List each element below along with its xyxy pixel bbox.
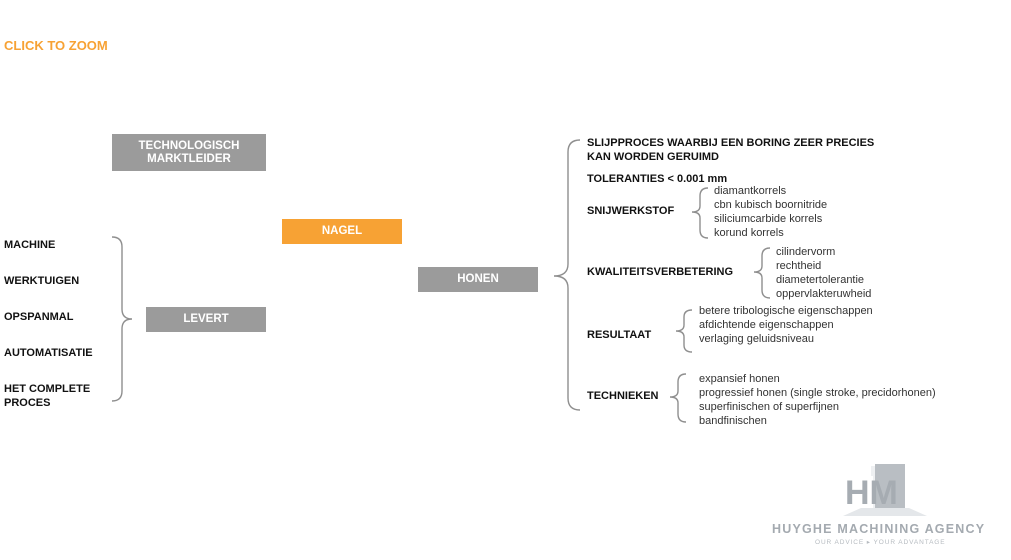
supplies-brace bbox=[111, 236, 133, 402]
supply-item-opspanmal: OPSPANMAL bbox=[4, 311, 74, 323]
technieken-item: superfinischen of superfijnen bbox=[699, 401, 840, 413]
node-levert: LEVERT bbox=[146, 307, 266, 332]
honen-tolerance: TOLERANTIES < 0.001 mm bbox=[587, 173, 728, 185]
kwaliteitsverbetering-item: rechtheid bbox=[776, 260, 822, 272]
technieken-item: expansief honen bbox=[699, 373, 780, 385]
node-nagel: NAGEL bbox=[282, 219, 402, 244]
brand-name: HUYGHE MACHINING AGENCY bbox=[772, 522, 986, 536]
logo-letters: HM bbox=[845, 474, 898, 512]
honen-brace bbox=[553, 139, 581, 411]
brand-tagline: OUR ADVICE ▸ YOUR ADVANTAGE bbox=[815, 539, 946, 546]
snijwerkstof-brace bbox=[691, 187, 709, 239]
snijwerkstof-item: cbn kubisch boornitride bbox=[714, 199, 828, 211]
hm-logo-icon: HM bbox=[843, 464, 927, 516]
kwaliteitsverbetering-label: KWALITEITSVERBETERING bbox=[587, 266, 734, 278]
resultaat-item: verlaging geluidsniveau bbox=[699, 333, 814, 345]
kwaliteitsverbetering-item: diametertolerantie bbox=[776, 274, 865, 286]
supply-item-machine: MACHINE bbox=[4, 239, 56, 251]
resultaat-item: afdichtende eigenschappen bbox=[699, 319, 834, 331]
click-to-zoom-link[interactable]: CLICK TO ZOOM bbox=[4, 38, 108, 53]
technieken-item: progressief honen (single stroke, precid… bbox=[699, 387, 936, 399]
technieken-label: TECHNIEKEN bbox=[587, 390, 659, 402]
snijwerkstof-item: korund korrels bbox=[714, 227, 784, 239]
snijwerkstof-label: SNIJWERKSTOF bbox=[587, 205, 675, 217]
honen-definition: SLIJPPROCES WAARBIJ EEN BORING ZEER PREC… bbox=[587, 137, 875, 163]
resultaat-brace bbox=[675, 309, 693, 353]
supply-item-automatisatie: AUTOMATISATIE bbox=[4, 347, 93, 359]
resultaat-item: betere tribologische eigenschappen bbox=[699, 305, 873, 317]
technieken-brace bbox=[669, 373, 687, 423]
kwaliteitsverbetering-brace bbox=[753, 247, 771, 299]
kwaliteitsverbetering-item: cilindervorm bbox=[776, 246, 836, 258]
supply-item-werktuigen: WERKTUIGEN bbox=[4, 275, 80, 287]
snijwerkstof-item: siliciumcarbide korrels bbox=[714, 213, 823, 225]
kwaliteitsverbetering-item: oppervlakteruwheid bbox=[776, 288, 872, 300]
node-technologisch-marktleider: TECHNOLOGISCH MARKTLEIDER bbox=[112, 134, 266, 171]
node-honen: HONEN bbox=[418, 267, 538, 292]
technieken-item: bandfinischen bbox=[699, 415, 767, 427]
resultaat-label: RESULTAAT bbox=[587, 329, 652, 341]
supply-item-het-complete-proces: HET COMPLETE PROCES bbox=[4, 383, 91, 409]
snijwerkstof-item: diamantkorrels bbox=[714, 185, 787, 197]
